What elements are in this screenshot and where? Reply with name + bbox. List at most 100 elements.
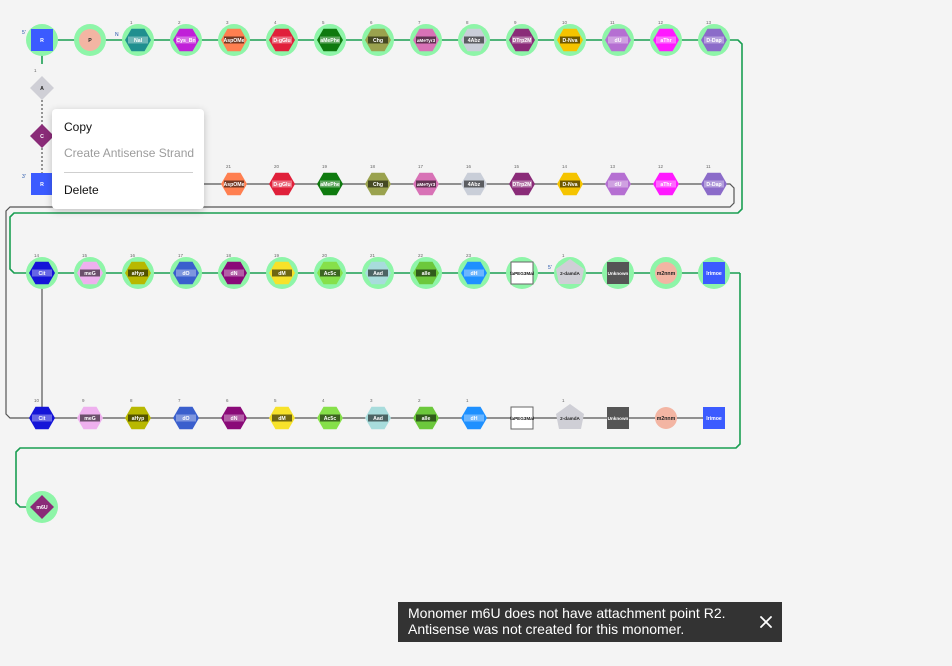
square-shape (31, 173, 53, 195)
create-antisense-menu-item[interactable]: Create Antisense Strand (64, 146, 195, 160)
monomer-m2nnm[interactable]: m2nnm (650, 257, 682, 289)
monomer-number: 2 (178, 20, 181, 25)
square-shape (510, 261, 534, 285)
monomer-number: 1 (130, 20, 133, 25)
close-icon[interactable] (758, 614, 774, 630)
monomer-r[interactable]: R (26, 24, 58, 56)
monomer-irimoe[interactable]: Irimoe (698, 257, 730, 289)
monomer-label: m2nnm (657, 416, 676, 422)
monomer-do[interactable]: dO7 (173, 398, 199, 430)
hexagon-shape (173, 406, 199, 430)
monomer-irimoe[interactable]: Irimoe (703, 407, 725, 429)
hexagon-shape (701, 28, 727, 52)
monomer-label: D-gGlu (273, 38, 290, 44)
monomer-m2nnm[interactable]: m2nnm (655, 407, 677, 429)
monomer-unknown[interactable]: Unknown (607, 407, 629, 429)
monomer-number: 16 (130, 253, 136, 258)
monomer-label: D-Nva (563, 38, 578, 44)
monomer-dn[interactable]: dN6 (221, 398, 247, 430)
monomer-p[interactable]: P (74, 24, 106, 56)
monomer-cys-bn[interactable]: Cys_Bn2 (170, 20, 202, 56)
monomer-unknown[interactable]: Unknown (602, 257, 634, 289)
monomer-number: 19 (274, 253, 280, 258)
delete-menu-item[interactable]: Delete (64, 183, 99, 197)
label-band (32, 269, 52, 277)
hexagon-shape (701, 172, 727, 196)
monomer-label: D-Nva (563, 182, 578, 188)
monomer-label: Aad (373, 271, 383, 277)
label-band (368, 269, 388, 277)
monomer-label: A (40, 86, 44, 92)
label-band (224, 269, 244, 277)
monomer-a[interactable]: A1 (30, 68, 54, 100)
monomer-label: Irimoe (706, 416, 722, 422)
hexagon-shape (605, 172, 631, 196)
monomer-label: aHyp (132, 416, 145, 422)
monomer-c[interactable]: C (30, 124, 54, 148)
monomer-dh[interactable]: dH1 (461, 398, 487, 430)
monomer-m6u[interactable]: m6U (26, 491, 58, 523)
monomer-number: 5 (322, 20, 325, 25)
circle-shape (655, 407, 677, 429)
label-band (32, 414, 52, 422)
monomer-label: aIle (422, 271, 431, 277)
monomer-fapeg3mal[interactable]: faPEG3Mal (510, 406, 534, 430)
monomer-number: 8 (130, 398, 133, 403)
monomer-label: AspOMe (223, 182, 244, 188)
monomer-r[interactable]: R (31, 173, 53, 195)
monomer-ahyp[interactable]: aHyp 8 (125, 398, 151, 430)
monomer-dm[interactable]: dM5 (269, 398, 295, 430)
monomer-number: 10 (562, 20, 568, 25)
monomer-label: 4Abz (468, 182, 481, 188)
monomer-number: 1 (562, 398, 565, 403)
label-band (512, 36, 532, 44)
copy-menu-item[interactable]: Copy (64, 120, 93, 134)
monomer-label: aMeTyr3 (417, 38, 436, 43)
monomer-label: m6U (36, 505, 47, 511)
monomer-label: R (40, 38, 44, 44)
monomer-d-nva[interactable]: D-Nva 10 (554, 20, 586, 56)
label-band (224, 414, 244, 422)
monomer-fapeg3mal[interactable]: faPEG3Mal (506, 257, 538, 289)
